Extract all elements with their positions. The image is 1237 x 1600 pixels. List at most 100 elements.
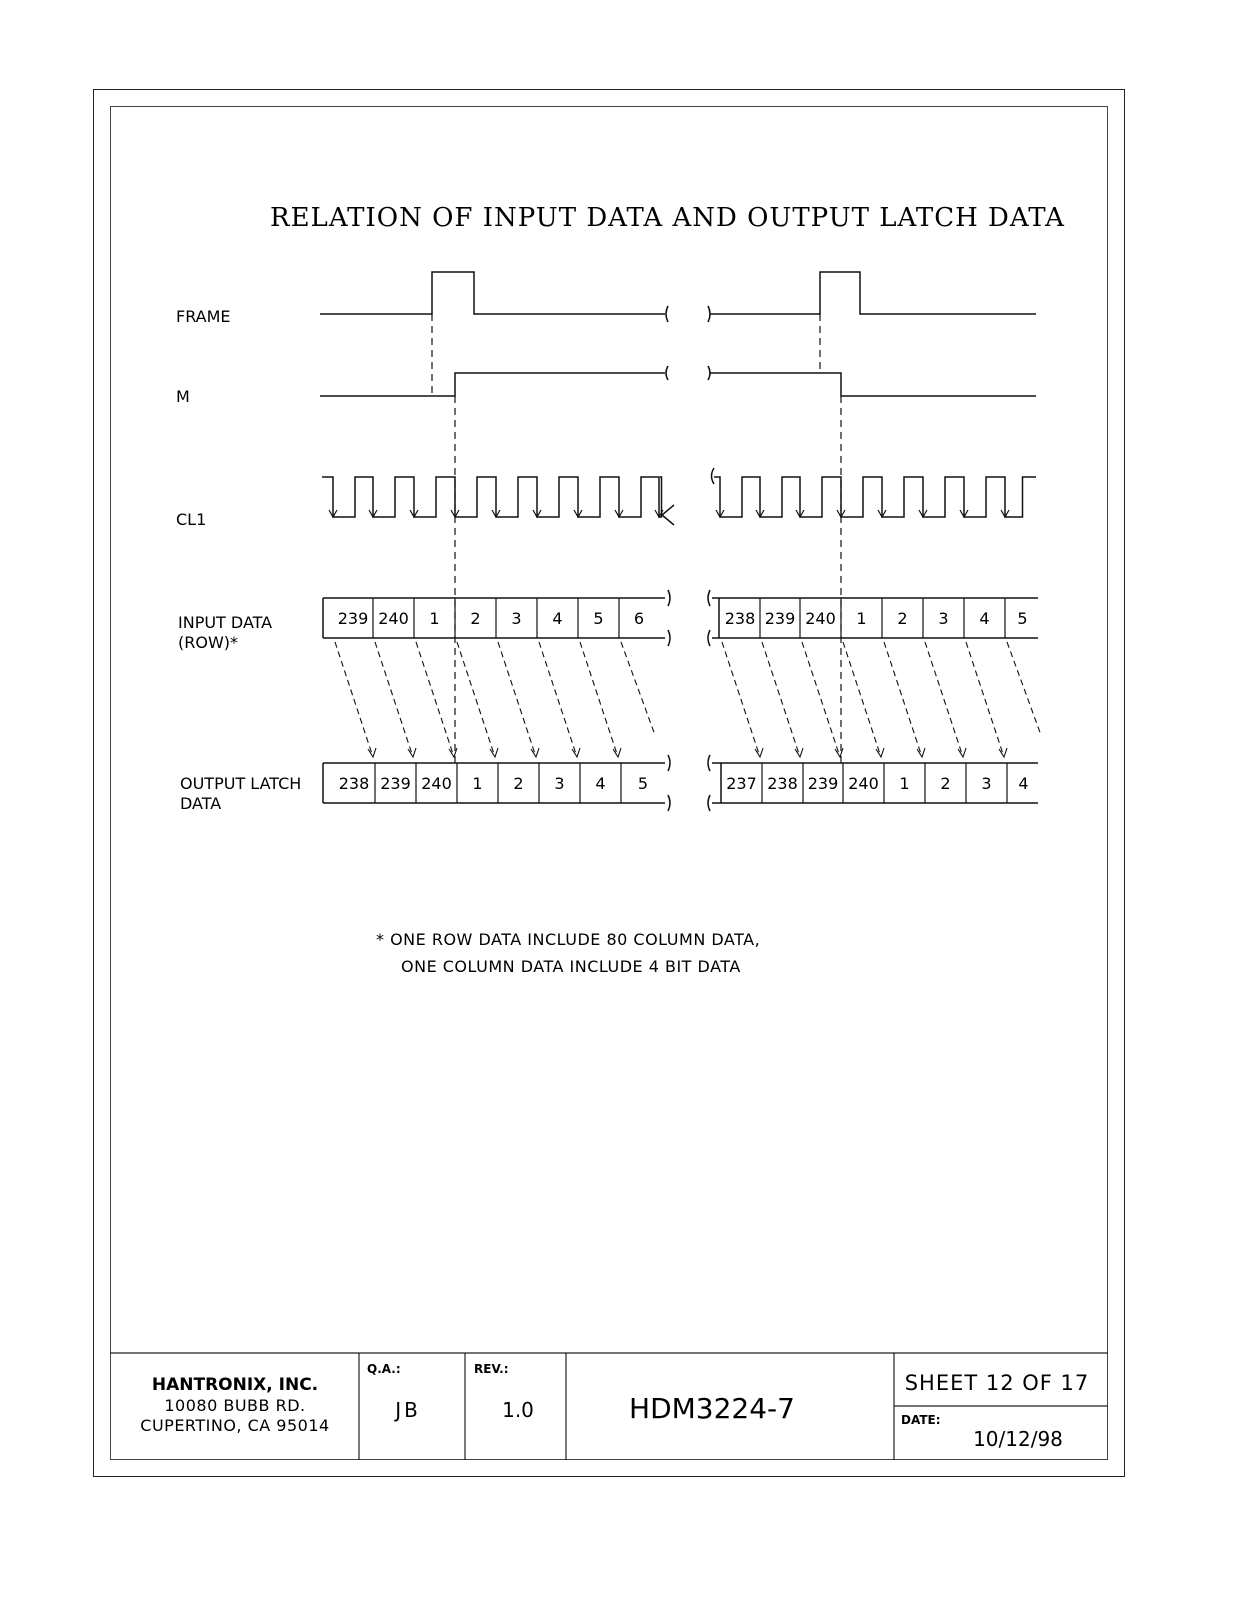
latch-arrow-head: [367, 747, 377, 759]
cl1-edge-arrow: [1000, 509, 1010, 519]
title-block-grid: [110, 1352, 1108, 1460]
qa-value: JB: [393, 1398, 421, 1422]
data-cell-value: 239: [338, 609, 369, 628]
rev-label: REV.:: [474, 1362, 509, 1376]
latch-arrow-line: [456, 641, 496, 758]
latch-arrow-line: [842, 641, 882, 758]
latch-arrow-head: [834, 747, 844, 759]
data-cell-value: 1: [899, 774, 909, 793]
cl1-edge-arrow: [715, 509, 725, 519]
data-cell-value: 240: [848, 774, 879, 793]
cl1-edge-arrow: [654, 509, 664, 519]
cl1-edge-arrow: [573, 509, 583, 519]
data-cell-value: 5: [593, 609, 603, 628]
cl1-wave-left: [322, 476, 664, 519]
input-break-l2: [667, 629, 671, 647]
data-cell-value: 1: [472, 774, 482, 793]
cl1-edge-arrow: [532, 509, 542, 519]
m-break-right: [707, 365, 711, 381]
data-cell-value: 240: [421, 774, 452, 793]
frame-break-right: [707, 305, 711, 323]
rev-value: 1.0: [502, 1398, 534, 1422]
latch-arrow-head: [407, 747, 417, 759]
m-wave-right: [710, 372, 1036, 397]
data-cell-value: 1: [856, 609, 866, 628]
sheet-number: SHEET 12 OF 17: [905, 1371, 1090, 1395]
data-cell-value: 6: [634, 609, 644, 628]
outer-border: [93, 89, 1125, 1477]
cl1-edge-arrow: [877, 509, 887, 519]
latch-arrow-head: [957, 747, 967, 759]
latch-arrows: [334, 641, 1042, 759]
company-address-2: CUPERTINO, CA 95014: [140, 1416, 329, 1435]
input-bus-right: [712, 597, 1038, 639]
latch-arrow-line: [374, 641, 414, 758]
data-cell-value: 5: [638, 774, 648, 793]
latch-arrow-head: [916, 747, 926, 759]
cl1-edge-arrow: [836, 509, 846, 519]
data-cell-value: 3: [511, 609, 521, 628]
cl1-edge-arrow: [409, 509, 419, 519]
note-line-2: ONE COLUMN DATA INCLUDE 4 BIT DATA: [401, 957, 741, 976]
data-cell-value: 2: [897, 609, 907, 628]
latch-arrow-line: [924, 641, 964, 758]
m-break-left: [665, 365, 669, 381]
frame-break-left: [665, 305, 669, 323]
latch-arrow-head: [571, 747, 581, 759]
data-cell-value: 3: [554, 774, 564, 793]
latch-arrow-line: [497, 641, 537, 758]
cl1-break-left: [660, 504, 675, 526]
label-cl1: CL1: [176, 510, 206, 529]
company-name: HANTRONIX, INC.: [152, 1375, 318, 1395]
latch-arrow-line: [334, 641, 374, 758]
cl1-edge-arrow: [491, 509, 501, 519]
cl1-edge-arrow: [328, 509, 338, 519]
cl1-edge-arrow: [755, 509, 765, 519]
latch-arrow-head: [998, 747, 1008, 759]
latch-arrow-head: [448, 747, 458, 759]
frame-wave-left: [320, 271, 665, 315]
label-input-data: INPUT DATA: [178, 613, 272, 632]
cl1-edge-arrow: [450, 509, 460, 519]
latch-arrow-head: [530, 747, 540, 759]
company-address-1: 10080 BUBB RD.: [164, 1396, 305, 1415]
latch-arrow-line: [1006, 641, 1042, 736]
inner-border: [110, 106, 1108, 1460]
input-break-r1: [707, 589, 711, 607]
latch-arrow-line: [965, 641, 1005, 758]
output-bus-left: [322, 762, 665, 804]
data-cell-value: 3: [938, 609, 948, 628]
latch-arrow-head: [754, 747, 764, 759]
data-cell-value: 4: [1018, 774, 1028, 793]
latch-arrow-head: [489, 747, 499, 759]
latch-arrow-line: [883, 641, 923, 758]
latch-arrow-line: [761, 641, 801, 758]
part-number: HDM3224-7: [629, 1392, 795, 1425]
data-cell-value: 238: [339, 774, 370, 793]
latch-arrow-line: [415, 641, 455, 758]
frame-wave-right: [710, 271, 1036, 315]
data-cell-value: 240: [805, 609, 836, 628]
data-cell-value: 2: [940, 774, 950, 793]
latch-arrow-head: [875, 747, 885, 759]
data-cell-value: 5: [1017, 609, 1027, 628]
input-bus-left: [322, 597, 665, 639]
data-cell-value: 238: [767, 774, 798, 793]
label-output-latch: OUTPUT LATCH: [180, 774, 301, 793]
data-cell-value: 2: [513, 774, 523, 793]
cl1-edge-arrow: [368, 509, 378, 519]
cl1-break-right: [710, 467, 715, 485]
data-cell-value: 4: [552, 609, 562, 628]
m-wave-left: [320, 372, 665, 397]
latch-arrow-head: [794, 747, 804, 759]
output-break-r1: [707, 754, 711, 772]
date-label: DATE:: [901, 1413, 941, 1427]
data-cell-value: 2: [470, 609, 480, 628]
latch-arrow-line: [620, 641, 656, 736]
cl1-edge-arrow: [959, 509, 969, 519]
cl1-edge-arrow: [614, 509, 624, 519]
data-cell-value: 3: [981, 774, 991, 793]
latch-arrow-line: [721, 641, 761, 758]
